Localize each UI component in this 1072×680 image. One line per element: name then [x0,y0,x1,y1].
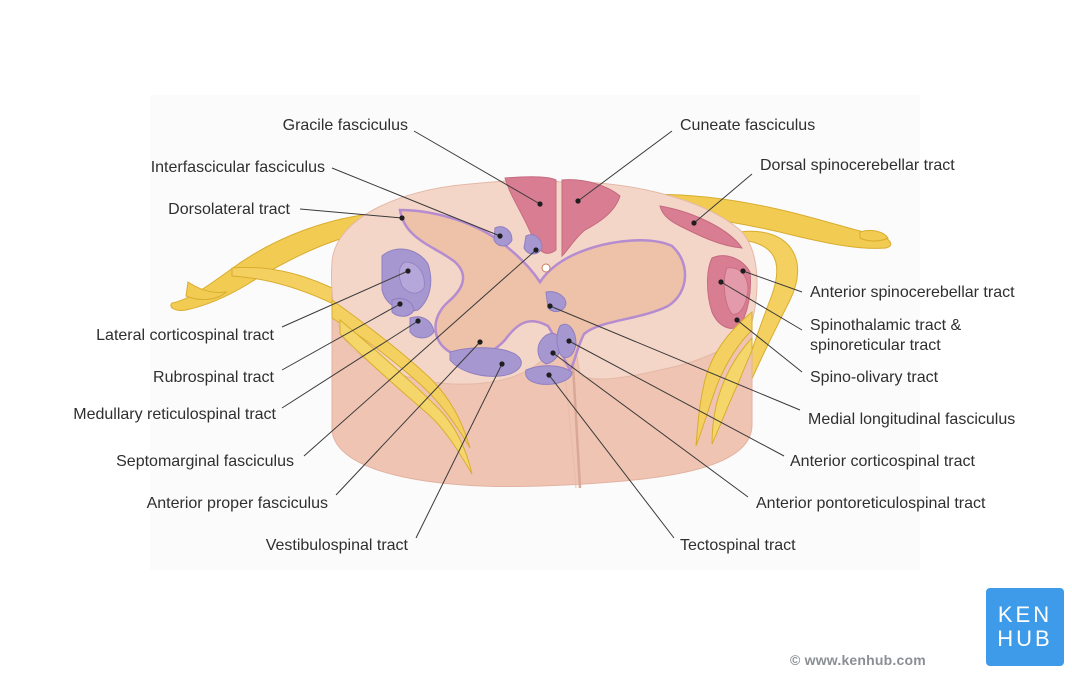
label-spino-olivary-tract: Spino-olivary tract [810,369,939,386]
label-medial-longitudinal-fasciculus: Medial longitudinal fasciculus [808,411,1015,428]
label-tectospinal-tract: Tectospinal tract [680,537,796,554]
label-anterior-corticospinal-tract: Anterior corticospinal tract [790,453,976,470]
label-anterior-pontoreticulospinal-tract: Anterior pontoreticulospinal tract [756,495,986,512]
label-interfascicular-fasciculus: Interfascicular fasciculus [151,159,325,176]
label-anterior-proper-fasciculus: Anterior proper fasciculus [147,495,328,512]
label-anterior-spinocerebellar-tract: Anterior spinocerebellar tract [810,284,1015,301]
label-spinothalamic-tract-line2: spinoreticular tract [810,337,941,354]
logo-line-2: HUB [997,626,1053,651]
leader-lines [281,130,803,539]
label-lateral-corticospinal-tract: Lateral corticospinal tract [96,327,274,344]
leader-dots [397,198,746,378]
label-spinothalamic-tract-line1: Spinothalamic tract & [810,317,962,334]
label-cuneate-fasciculus: Cuneate fasciculus [680,117,815,134]
label-gracile-fasciculus: Gracile fasciculus [283,117,408,134]
label-medullary-reticulospinal-tract: Medullary reticulospinal tract [73,406,276,423]
label-dorsal-spinocerebellar-tract: Dorsal spinocerebellar tract [760,157,955,174]
logo-line-1: KEN [997,602,1053,627]
label-dorsolateral-tract: Dorsolateral tract [168,201,290,218]
label-vestibulospinal-tract: Vestibulospinal tract [266,537,409,554]
nerve-rootlets-front [331,299,753,475]
copyright-text[interactable]: © www.kenhub.com [790,652,926,668]
label-rubrospinal-tract: Rubrospinal tract [153,369,275,386]
label-septomarginal-fasciculus: Septomarginal fasciculus [116,453,294,470]
kenhub-logo[interactable]: KEN HUB [986,588,1064,666]
